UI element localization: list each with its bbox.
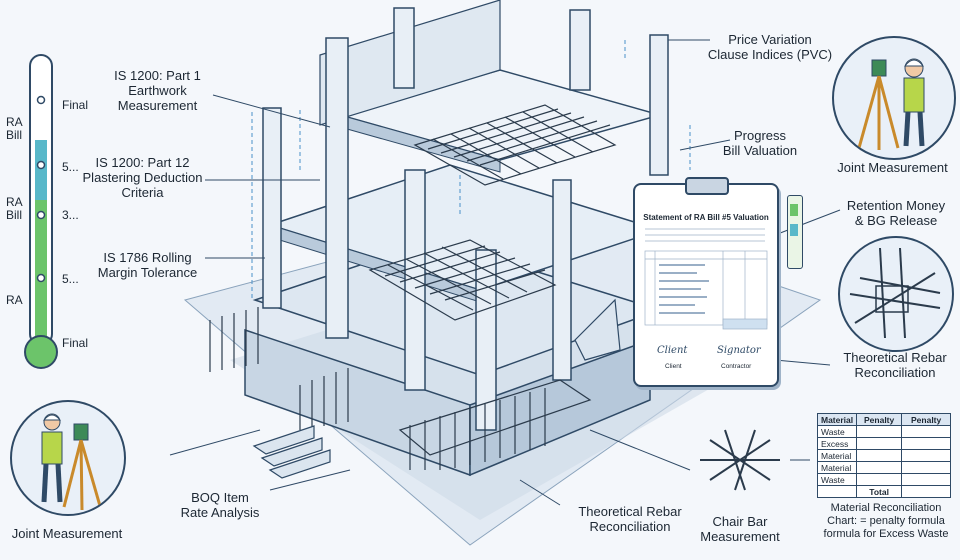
table-cell: Material <box>816 449 858 462</box>
thermo-label-ra-bill-1: RA Bill <box>6 115 23 142</box>
dimension-lines <box>251 40 691 300</box>
clipboard-table <box>644 228 768 330</box>
table-row: Material <box>816 449 952 462</box>
table-row: Waste <box>816 425 952 438</box>
signature-label-contractor: Contractor <box>721 363 752 370</box>
retention-mark-1 <box>790 204 798 216</box>
stairs <box>252 298 621 479</box>
table-cell: Excess <box>816 437 858 450</box>
column-1 <box>262 107 282 309</box>
thermo-label-5a: 5... <box>62 160 79 174</box>
callout-progress: Progress Bill Valuation <box>722 128 798 158</box>
surveyor-icon-bottom <box>41 413 102 511</box>
thermometer-fill-top <box>35 140 47 200</box>
rebar-cage-front <box>209 307 592 470</box>
callout-material-caption: Material Reconciliation Chart: = penalty… <box>823 502 949 540</box>
callout-rebar-bottom: Theoretical Rebar Reconciliation <box>578 504 682 534</box>
thermo-label-ra-bill-2: RA Bill <box>6 195 23 222</box>
joint-measurement-top-circle <box>832 36 956 160</box>
table-row: Waste <box>816 473 952 486</box>
thermo-label-final-top: Final <box>62 98 89 112</box>
table-total: Total <box>856 485 903 498</box>
callout-retention: Retention Money & BG Release <box>846 198 946 228</box>
thermo-label-final-bottom: Final <box>62 336 89 350</box>
column-2 <box>325 37 349 339</box>
table-header: Penalty <box>856 413 903 426</box>
thermometer-bulb <box>24 335 58 369</box>
columns <box>262 7 669 431</box>
callout-rebar-right: Theoretical Rebar Reconciliation <box>843 350 947 380</box>
clipboard-clip <box>685 177 729 195</box>
column-5 <box>552 179 572 381</box>
rebar-detail-icon <box>849 247 941 339</box>
thermo-label-ra: RA <box>6 293 23 307</box>
thermo-label-3: 3... <box>62 208 79 222</box>
chair-bar-icon <box>700 429 780 491</box>
rebar-mesh-top <box>413 104 617 186</box>
callout-is1200-part1: IS 1200: Part 1 Earthwork Measurement <box>114 68 201 113</box>
signature-contractor: Signator <box>717 345 761 356</box>
table-cell: Waste <box>816 473 858 486</box>
thermometer <box>24 54 58 369</box>
callout-boq: BOQ Item Rate Analysis <box>180 490 260 520</box>
column-6 <box>649 34 669 176</box>
callout-is1786: IS 1786 Rolling Margin Tolerance <box>97 250 198 280</box>
callout-is1200-part12: IS 1200: Part 12 Plastering Deduction Cr… <box>82 155 203 200</box>
thermo-label-5b: 5... <box>62 272 79 286</box>
table-header: Penalty <box>901 413 952 426</box>
callout-pvc: Price Variation Clause Indices (PVC) <box>707 32 833 62</box>
joint-measurement-bottom-circle <box>10 400 126 516</box>
table-cell: Material <box>816 461 858 474</box>
surveyor-icon <box>857 58 925 150</box>
clipboard-title: Statement of RA Bill #5 Valuation <box>643 213 769 222</box>
material-reconciliation-table: Material Penalty Penalty Waste Excess Ma… <box>816 413 952 498</box>
leader-lines <box>169 39 841 506</box>
table-header-row: Material Penalty Penalty <box>816 413 952 426</box>
column-4 <box>475 249 497 431</box>
column-7 <box>393 7 415 89</box>
table-row: Material <box>816 461 952 474</box>
retention-indicator <box>787 195 803 269</box>
callout-joint-top: Joint Measurement <box>837 160 948 175</box>
table-header: Material <box>816 413 858 426</box>
table-total-row: Total <box>816 485 952 498</box>
ra-bill-clipboard: Statement of RA Bill #5 Valuation Client… <box>633 177 779 387</box>
column-8 <box>569 9 591 91</box>
callout-chair-bar: Chair Bar Measurement <box>700 514 780 544</box>
rebar-detail-circle <box>838 236 954 352</box>
signature-client: Client <box>657 345 688 356</box>
retention-mark-2 <box>790 224 798 236</box>
table-row: Excess <box>816 437 952 450</box>
callout-joint-bottom: Joint Measurement <box>11 526 123 541</box>
rebar-mesh-middle <box>368 239 557 321</box>
signature-label-client: Client <box>665 363 682 370</box>
thermometer-ticks <box>36 95 46 283</box>
table-cell: Waste <box>816 425 858 438</box>
